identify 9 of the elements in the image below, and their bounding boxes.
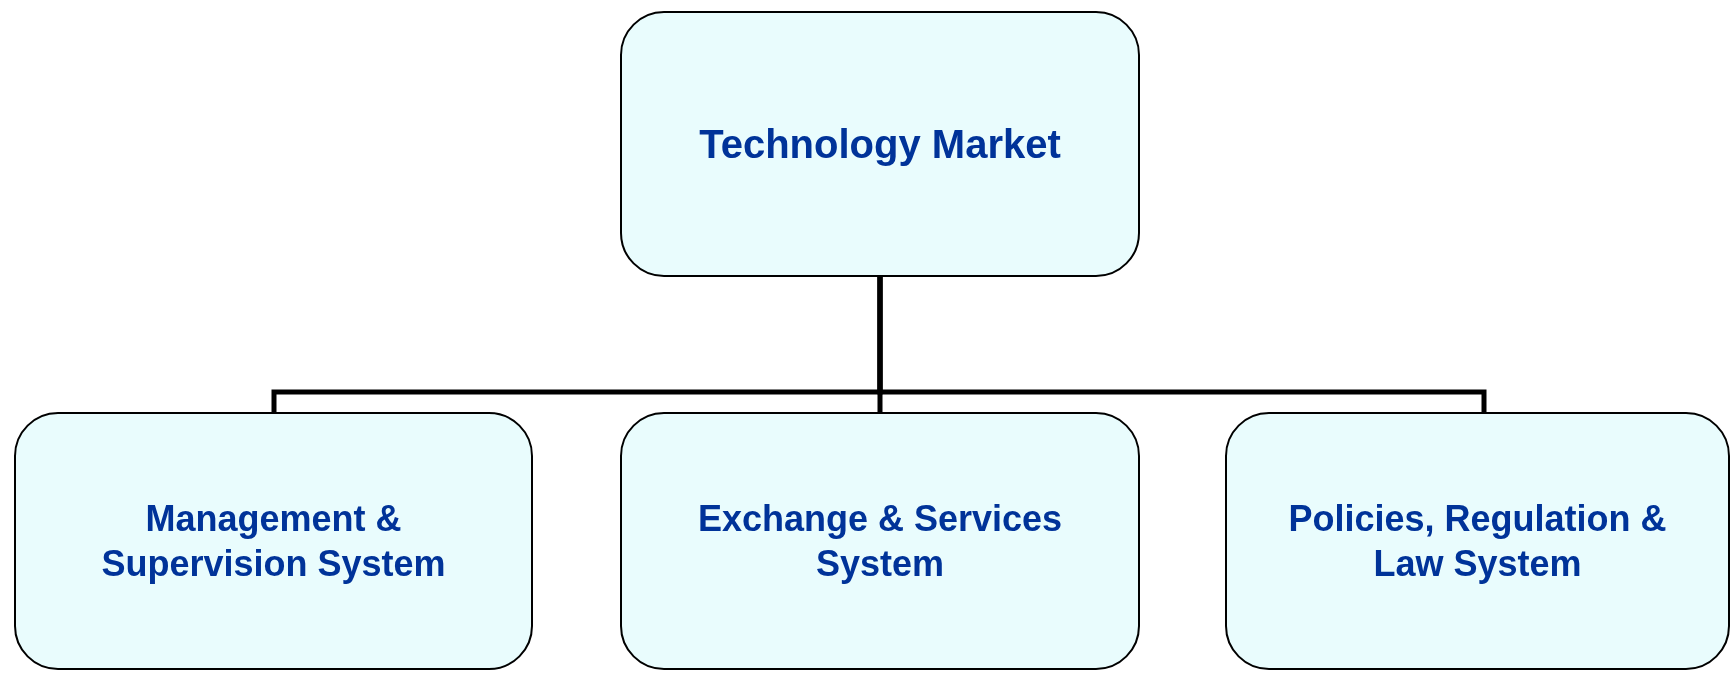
rounded-box: [620, 412, 1140, 670]
connector-line: [877, 277, 1487, 412]
box-label: Management & Supervision System: [100, 497, 447, 586]
rounded-box: [620, 11, 1140, 277]
rounded-box: [1225, 412, 1730, 670]
rounded-box: [14, 412, 533, 670]
box-label: Technology Market: [699, 121, 1061, 168]
box-label: Exchange & Services System: [696, 497, 1064, 586]
box-label: Policies, Regulation & Law System: [1287, 497, 1668, 586]
